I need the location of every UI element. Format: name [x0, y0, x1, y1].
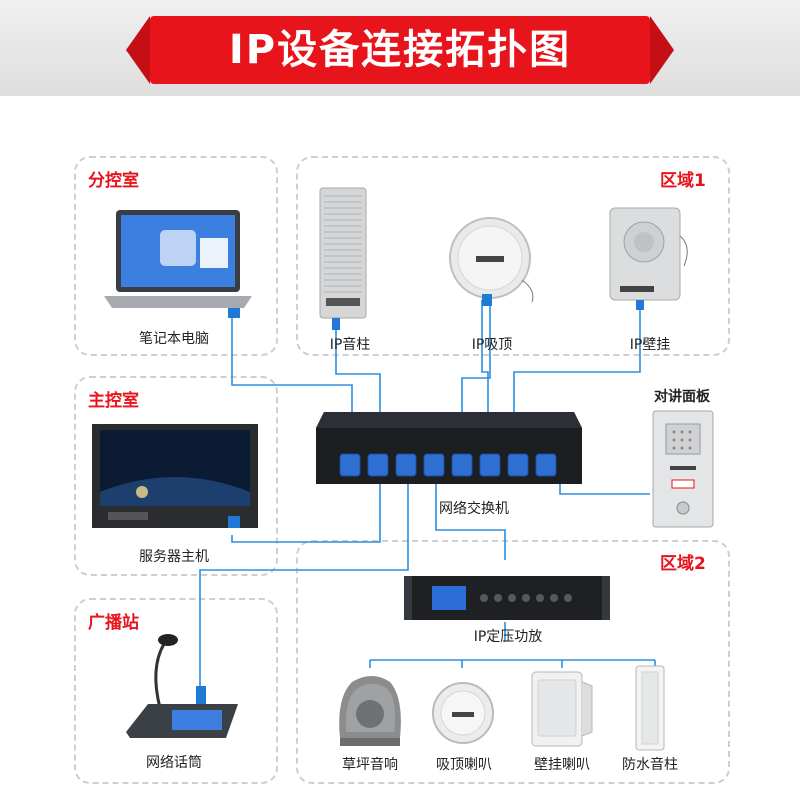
- zone-label-area2: 区域2: [660, 554, 706, 574]
- laptop-icon: [104, 210, 252, 318]
- caption-ip-ceiling: IP吸顶: [471, 337, 513, 353]
- zone-area2: [296, 540, 730, 784]
- wire-amplifier: [435, 478, 506, 560]
- caption-server: 服务器主机: [139, 549, 209, 565]
- column-speaker-icon: [319, 187, 367, 330]
- caption-ip-column: IP音柱: [329, 337, 371, 353]
- waterproof-column-speaker: [630, 664, 670, 752]
- ip-ceiling-speaker: [442, 216, 542, 306]
- ceiling-speaker: [430, 680, 496, 746]
- caption-mic: 网络话筒: [146, 755, 202, 771]
- caption-waterproof-column: 防水音柱: [622, 757, 678, 773]
- zone-label-area1: 区域1: [660, 171, 706, 191]
- caption-ceiling-speaker: 吸顶喇叭: [436, 757, 492, 773]
- waterproof-column-icon: [635, 665, 665, 751]
- zone-branch-control: [74, 156, 278, 356]
- caption-intercom: 对讲面板: [654, 389, 710, 405]
- page-title: IP设备连接拓扑图: [228, 27, 572, 73]
- zone-main-control: [74, 376, 278, 576]
- intercom-panel: [652, 410, 714, 528]
- banner-ribbon: [126, 16, 674, 84]
- wire-ip-ceiling-2: [481, 300, 489, 450]
- server-host: [90, 422, 260, 532]
- network-microphone: [120, 628, 250, 748]
- network-switch: [314, 410, 584, 488]
- intercom-panel-icon: [652, 410, 714, 528]
- zone-broadcast-station: [74, 598, 278, 784]
- caption-wall-speaker: 壁挂喇叭: [534, 757, 590, 773]
- zone-label-broadcast-station: 广播站: [88, 613, 139, 633]
- lawn-speaker: [332, 668, 408, 750]
- zone-area1: [296, 156, 730, 356]
- caption-switch: 网络交换机: [439, 501, 509, 517]
- wall-speaker-small-icon: [531, 671, 593, 747]
- wire-mic: [199, 478, 409, 688]
- caption-ip-wall: IP壁挂: [629, 337, 671, 353]
- ceiling-speaker-small-icon: [432, 682, 494, 744]
- wall-speaker-icon: [609, 207, 688, 310]
- microphone-icon: [126, 634, 238, 738]
- caption-lawn: 草坪音响: [342, 757, 398, 773]
- network-switch-icon: [316, 412, 582, 484]
- wire-server: [231, 478, 381, 543]
- server-icon: [92, 424, 258, 528]
- wire-ip-wall: [513, 308, 641, 450]
- ip-amplifier: [402, 574, 612, 622]
- ip-column-speaker: [318, 186, 368, 330]
- wall-speaker: [526, 668, 596, 750]
- caption-laptop: 笔记本电脑: [139, 331, 209, 347]
- caption-amplifier: IP定压功放: [473, 629, 543, 645]
- title-banner: IP设备连接拓扑图: [0, 0, 800, 96]
- lawn-speaker-icon: [339, 676, 401, 746]
- amplifier-icon: [404, 576, 610, 620]
- ip-wall-speaker: [604, 206, 694, 310]
- zone-label-branch-control: 分控室: [88, 171, 139, 191]
- zone-label-main-control: 主控室: [88, 391, 139, 411]
- ceiling-speaker-icon: [449, 217, 534, 306]
- laptop: [104, 208, 264, 318]
